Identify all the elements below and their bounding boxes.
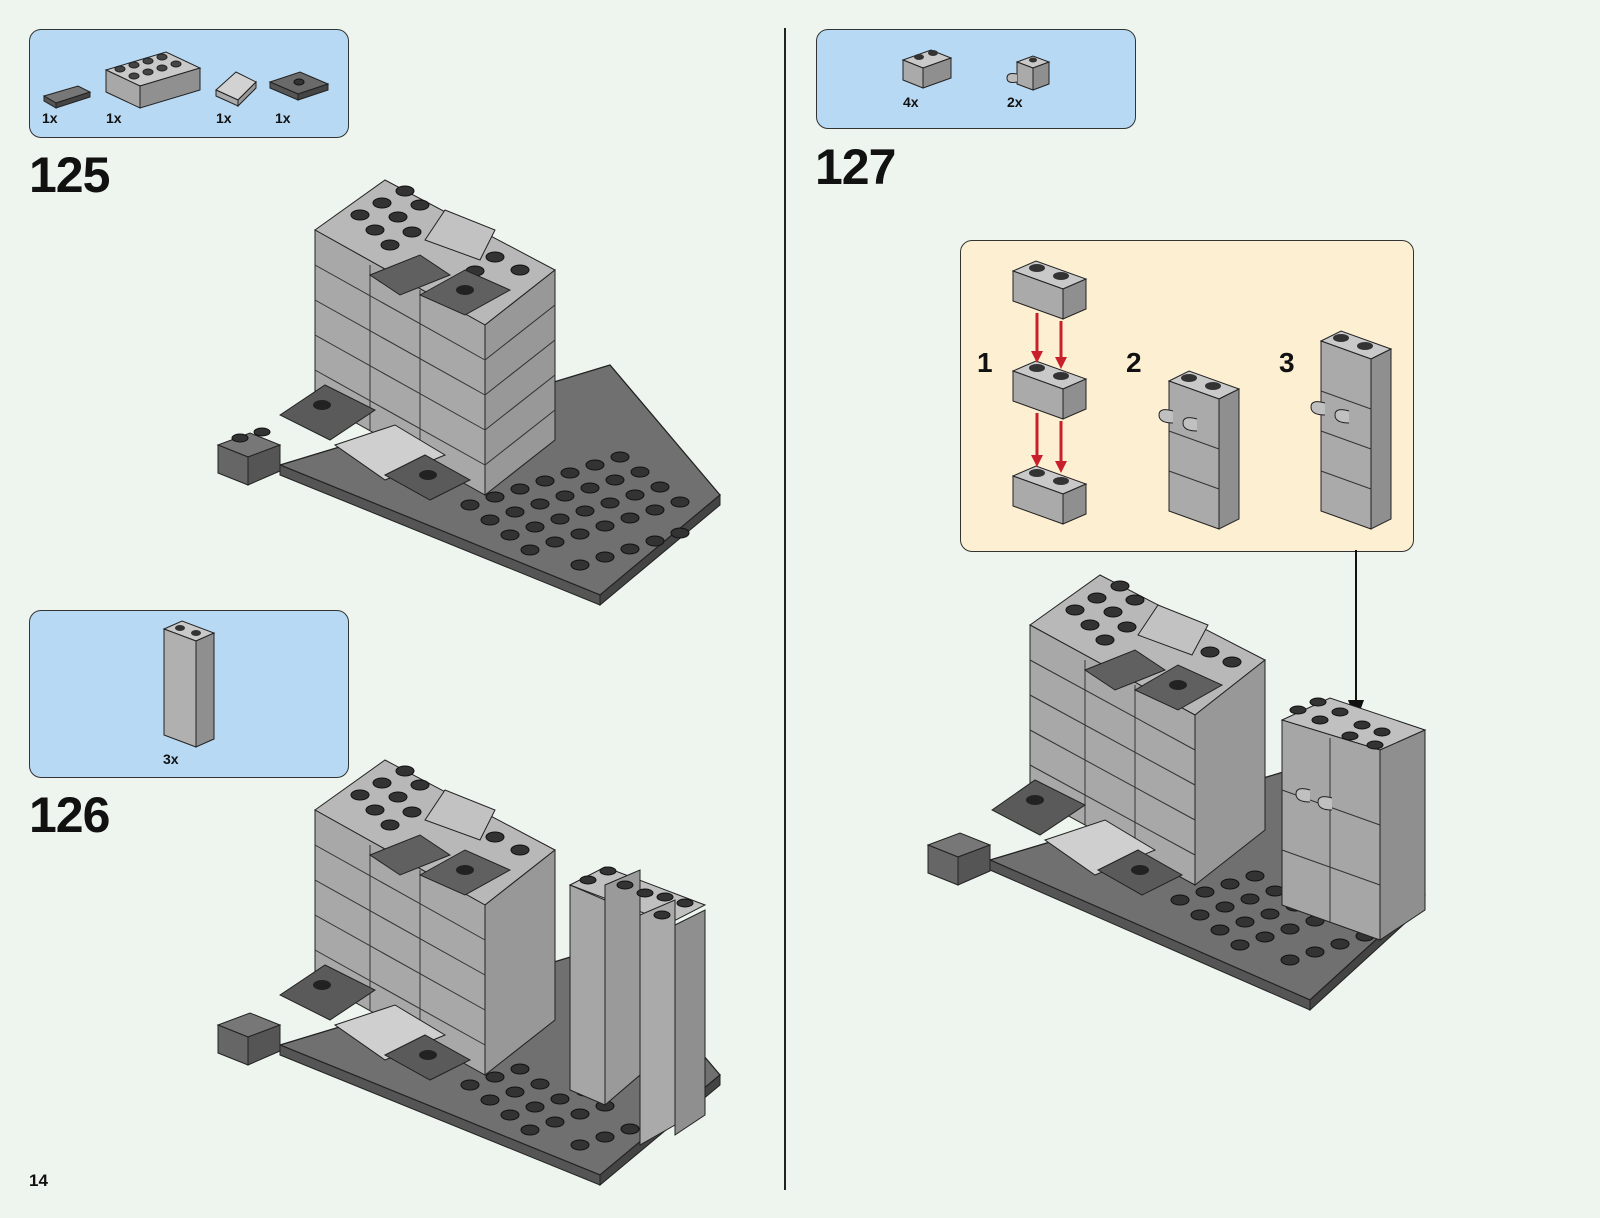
substep-illustration <box>961 241 1413 551</box>
step-number: 126 <box>29 786 109 844</box>
stacking-bricks <box>1013 261 1086 524</box>
substep-callout: 1 2 3 <box>960 240 1414 552</box>
brick-clip-icon <box>1007 56 1049 90</box>
brick-1x2-icon <box>903 50 951 88</box>
flat-tile-icon <box>44 86 90 108</box>
model-step-126 <box>210 755 730 1195</box>
parts-box-step-126: 3x <box>29 610 349 778</box>
tall-stack <box>1311 331 1391 529</box>
brick-2x4-icon <box>106 52 200 108</box>
part-qty: 1x <box>106 110 122 126</box>
parts-illustration <box>817 30 1135 128</box>
page-divider <box>784 28 786 1190</box>
model-step-125 <box>210 175 730 615</box>
step-number: 127 <box>815 138 895 196</box>
part-qty: 4x <box>903 94 919 110</box>
parts-box-step-127: 4x 2x <box>816 29 1136 129</box>
parts-box-step-125: 1x 1x 1x 1x <box>29 29 349 138</box>
part-qty: 1x <box>275 110 291 126</box>
stack-with-clips <box>1159 371 1239 529</box>
part-qty: 3x <box>163 751 179 767</box>
part-qty: 1x <box>216 110 232 126</box>
model-step-127 <box>920 550 1440 1020</box>
parts-illustration <box>30 611 348 777</box>
brick-1x2x5-icon <box>164 621 214 747</box>
parts-illustration <box>30 30 348 137</box>
part-qty: 2x <box>1007 94 1023 110</box>
page-number: 14 <box>29 1171 48 1191</box>
part-qty: 1x <box>42 110 58 126</box>
slope-icon <box>216 72 256 106</box>
step-number: 125 <box>29 146 109 204</box>
jumper-plate-icon <box>270 72 328 100</box>
